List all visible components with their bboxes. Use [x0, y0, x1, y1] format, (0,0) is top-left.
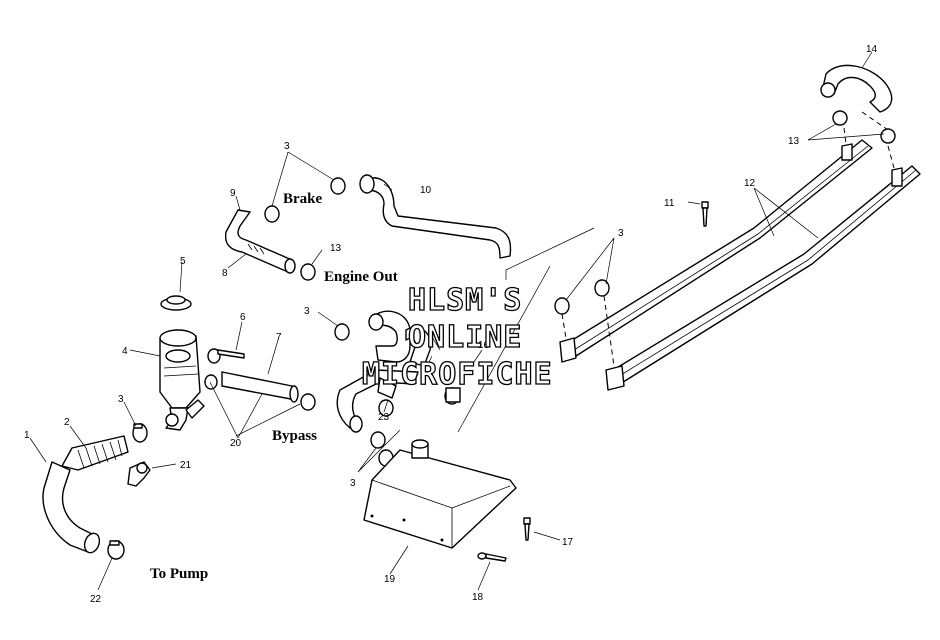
hose-clamp-center: [334, 323, 394, 467]
engine-out-clamp: [300, 263, 316, 281]
part-number: 3: [284, 141, 290, 152]
part-number: 21: [180, 460, 192, 471]
top-hose: [820, 64, 893, 113]
rail-bolt: [701, 201, 709, 227]
part-number: 7: [276, 332, 282, 343]
part-number: 10: [420, 185, 432, 196]
hose-bracket: [127, 461, 151, 487]
bypass-hose: [221, 371, 299, 403]
part-number: 22: [90, 594, 102, 605]
part-number: 13: [788, 136, 800, 147]
part-number: 20: [230, 438, 242, 449]
part-number: 8: [222, 268, 228, 279]
part-number: 16: [478, 340, 490, 351]
screw: [477, 552, 507, 562]
assembly-line: [603, 295, 615, 367]
cover-plate: [363, 439, 517, 549]
brake-label: Brake: [283, 191, 323, 207]
part-numbers: 3 9 10 8 13 5 6 7 3 4 3 2 1 21 20 22 23 …: [24, 44, 878, 605]
assembly-line: [561, 313, 567, 339]
part-number: 12: [744, 178, 756, 189]
bolt: [523, 517, 531, 541]
part-number: 4: [122, 346, 128, 357]
watermark-line-1: HLSM'S: [408, 283, 522, 318]
part-number: 23: [378, 412, 390, 423]
rail-clamp: [554, 279, 610, 315]
watermark: HLSM'S ONLINE MICROFICHE: [361, 282, 553, 392]
part-number: 3: [304, 306, 310, 317]
brake-clamp-top: [264, 177, 346, 223]
brake-hose: [224, 209, 296, 274]
part-number: 3: [350, 478, 356, 489]
reservoir-cap: [160, 295, 192, 311]
watermark-line-3: MICROFICHE: [362, 357, 553, 392]
heat-exchanger-upper: [559, 139, 873, 363]
hose-clamp-reservoir: [204, 348, 221, 390]
assembly-line: [887, 145, 895, 169]
engine-out-label: Engine Out: [324, 269, 398, 285]
bypass-label: Bypass: [272, 428, 317, 444]
part-number: 6: [240, 312, 246, 323]
part-number: 11: [664, 198, 675, 209]
engine-out-hose: [359, 174, 512, 259]
to-pump-label: To Pump: [150, 566, 208, 582]
assembly-line: [861, 111, 889, 131]
part-number: 14: [866, 44, 878, 55]
part-number: 17: [562, 537, 574, 548]
part-number: 3: [118, 394, 124, 405]
leader-lines: [29, 51, 885, 591]
part-number: 2: [64, 417, 70, 428]
part-number: 13: [330, 243, 342, 254]
part-number: 3: [618, 228, 624, 239]
part-number: 5: [180, 256, 186, 267]
hose-to-pump: [42, 461, 101, 554]
hose-clamp-left: [132, 423, 148, 443]
assembly-line: [843, 127, 847, 145]
watermark-line-2: ONLINE: [408, 320, 522, 355]
top-clamp: [832, 110, 896, 144]
part-number: 9: [230, 188, 236, 199]
part-number: 19: [384, 574, 396, 585]
hose-clamp-bypass: [300, 393, 316, 411]
central-hose-assembly: [336, 310, 461, 433]
part-number: 1: [24, 430, 30, 441]
corrugated-hose: [61, 435, 129, 471]
bypass-tube-small: [217, 349, 245, 359]
hose-clamp-pump: [107, 540, 125, 560]
part-number: 18: [472, 592, 484, 603]
coolant-reservoir: [159, 329, 205, 431]
heat-exchanger-lower: [605, 165, 921, 391]
